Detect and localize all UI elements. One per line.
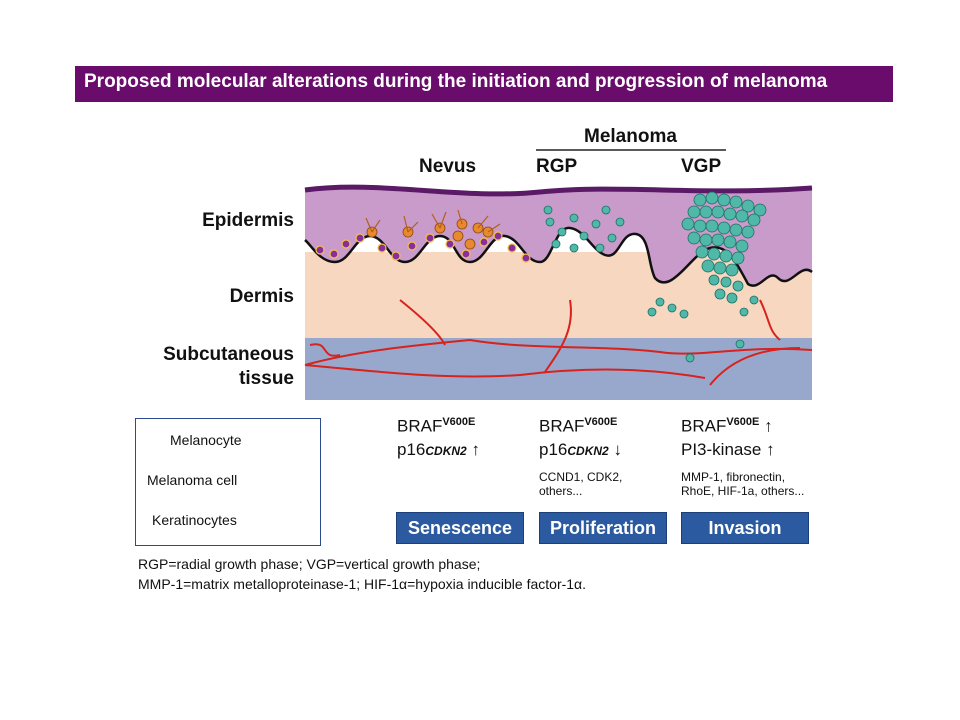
col2-gene2: p16CDKN2 ↓ <box>539 440 622 459</box>
col1-gene1: BRAFV600E <box>397 416 476 436</box>
col2-gene1: BRAFV600E <box>539 416 618 436</box>
up-arrow-icon: ↑ <box>471 440 480 459</box>
skin-surface <box>304 184 813 197</box>
col3-gene2: PI3-kinase ↑ <box>681 440 775 459</box>
up-arrow-icon: ↑ <box>766 440 775 459</box>
col1-gene2: p16CDKN2 ↑ <box>397 440 480 459</box>
epidermis-layer <box>305 187 812 286</box>
stage-badge-invasion: Invasion <box>681 512 809 544</box>
stage-badge-proliferation: Proliferation <box>539 512 667 544</box>
stage-badge-senescence: Senescence <box>396 512 524 544</box>
legend-melanocyte-label: Melanocyte <box>170 432 242 448</box>
tissue-label: tissue <box>239 368 294 389</box>
keratinocyte-cells <box>315 231 531 263</box>
page-title: Proposed molecular alterations during th… <box>84 71 828 92</box>
dermis-label: Dermis <box>229 286 294 307</box>
col2-others-line1: CCND1, CDK2, <box>539 470 623 484</box>
col3-gene1: BRAFV600E ↑ <box>681 416 773 436</box>
rgp-label: RGP <box>536 156 578 177</box>
col2-others-line2: others... <box>539 484 583 498</box>
legend-keratinocytes-label: Keratinocytes <box>152 512 237 528</box>
blood-vessels <box>304 299 813 386</box>
melanoma-cells-vgp <box>647 191 767 363</box>
melanoma-cells-rgp <box>543 205 625 253</box>
col3-others-line1: MMP-1, fibronectin, <box>681 470 786 484</box>
melanocyte-dendrites <box>365 209 501 233</box>
title-bar <box>75 66 893 102</box>
footnote-line2: MMP-1=matrix metalloproteinase-1; HIF-1α… <box>138 576 587 592</box>
subcutaneous-label: Subcutaneous <box>163 344 294 365</box>
legend-melanoma-cell-label: Melanoma cell <box>147 472 238 488</box>
vgp-label: VGP <box>681 156 722 177</box>
col3-others-line2: RhoE, HIF-1a, others... <box>681 484 805 498</box>
footnote-line1: RGP=radial growth phase; VGP=vertical gr… <box>138 556 481 572</box>
legend-box <box>135 418 321 546</box>
epidermis-label: Epidermis <box>202 210 294 231</box>
melanocyte-cells <box>366 218 494 250</box>
melanoma-label: Melanoma <box>584 126 677 147</box>
nevus-label: Nevus <box>419 156 477 177</box>
up-arrow-icon: ↑ <box>764 416 773 436</box>
down-arrow-icon: ↓ <box>613 440 622 459</box>
